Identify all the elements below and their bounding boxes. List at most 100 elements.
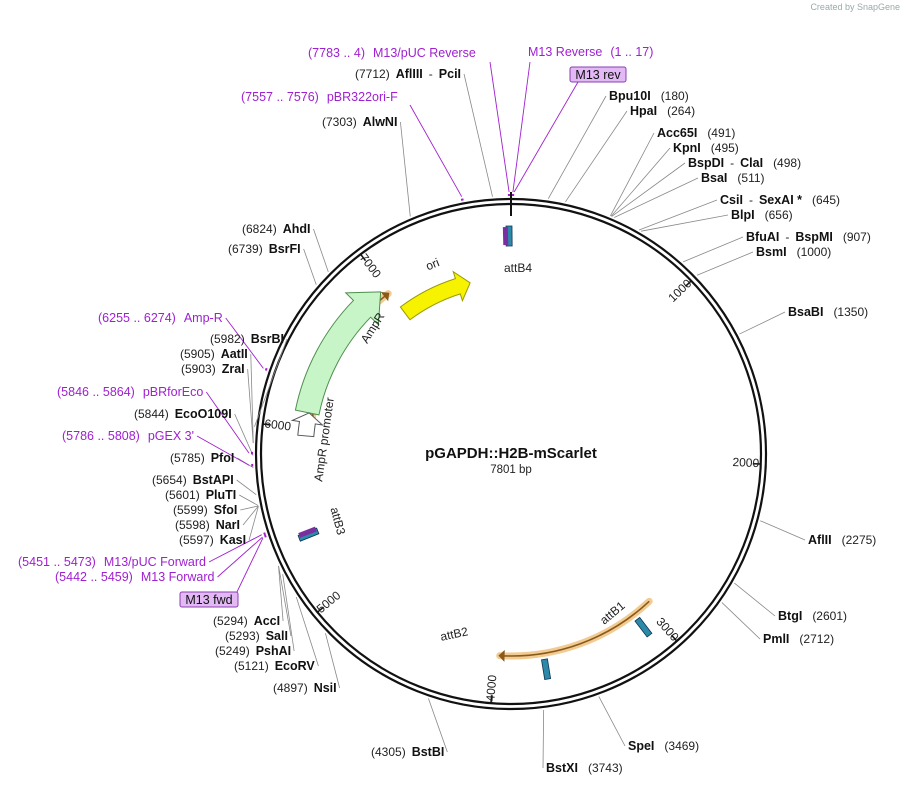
primer-name: M13 Reverse (528, 45, 602, 59)
site-bstxi[interactable]: BstXI(3743) (546, 761, 623, 775)
site-bpu10i[interactable]: Bpu10I(180) (609, 89, 689, 103)
site-leader-bfuai (683, 236, 744, 263)
site-acc65i[interactable]: Acc65I(491) (657, 126, 735, 140)
site-zrai[interactable]: (5903)ZraI (181, 362, 245, 376)
primer-m13-puc-reverse[interactable]: (7783 .. 4) M13/pUC Reverse (308, 46, 476, 60)
primer-name: pBRforEco (143, 385, 203, 399)
primer-pbr322ori-f[interactable]: (7557 .. 7576)pBR322ori-F (241, 90, 398, 104)
site-label-bsmi: BsmI(1000) (756, 245, 831, 259)
site-leader-bsabi (739, 311, 786, 335)
tick-label-7000: 7000 (357, 251, 384, 281)
site-leader-alwni (400, 121, 411, 217)
site-position: (2712) (799, 632, 834, 646)
site-sep: - (749, 193, 753, 207)
primer-range: (7783 .. 4) (308, 46, 365, 60)
site-label-spei: SpeI(3469) (628, 739, 699, 753)
site-aatii[interactable]: (5905)AatII (180, 347, 248, 361)
site-leader-csii (638, 199, 718, 231)
site-btgi[interactable]: BtgI(2601) (778, 609, 847, 623)
feature-attb1[interactable] (634, 616, 653, 638)
site-leader-aflii (760, 520, 806, 541)
site-kpni[interactable]: KpnI(495) (673, 141, 739, 155)
site-hpai[interactable]: HpaI(264) (630, 104, 695, 118)
site-sali[interactable]: (5293)SalI (225, 629, 288, 643)
primer-m13-puc-forward[interactable]: (5451 .. 5473)M13/pUC Forward (18, 555, 206, 569)
site-name: AlwNI (363, 115, 398, 129)
site-position: (511) (737, 171, 764, 185)
primer-pbrforeco[interactable]: (5846 .. 5864)pBRforEco (57, 385, 203, 399)
site-sfoi[interactable]: (5599)SfoI (173, 503, 237, 517)
site-bfuai[interactable]: BfuAI-BspMI(907) (746, 230, 871, 244)
site-position: (5905) (180, 347, 215, 361)
primer-range: (6255 .. 6274) (98, 311, 176, 325)
highlight-arc-0 (499, 600, 650, 657)
site-leader-nari (242, 505, 259, 526)
site-bsmi[interactable]: BsmI(1000) (756, 245, 831, 259)
feature-ampr[interactable] (294, 291, 382, 416)
primer-m13-reverse[interactable]: M13 Reverse(1 .. 17) (528, 45, 653, 59)
site-leader-hpai (565, 110, 628, 203)
site-position: (5785) (170, 451, 205, 465)
site-position: (5654) (152, 473, 187, 487)
site-sep: - (785, 230, 789, 244)
site-pmli[interactable]: PmlI(2712) (763, 632, 834, 646)
site-ahdi[interactable]: (6824)AhdI (242, 222, 310, 236)
site-kasi[interactable]: (5597)KasI (179, 533, 246, 547)
site-bstbi[interactable]: (4305)BstBI (371, 745, 444, 759)
site-pfoi[interactable]: (5785)PfoI (170, 451, 234, 465)
site-bsabi[interactable]: BsaBI(1350) (788, 305, 868, 319)
site-alwni[interactable]: (7303)AlwNI (322, 115, 397, 129)
site-bspdi[interactable]: BspDI-ClaI(498) (688, 156, 801, 170)
site-position: (5294) (213, 614, 248, 628)
site-ecorv[interactable]: (5121)EcoRV (234, 659, 315, 673)
primer-amp-r[interactable]: (6255 .. 6274)Amp-R (98, 311, 223, 325)
primer-m13-forward[interactable]: (5442 .. 5459)M13 Forward (55, 570, 215, 584)
site-pshai[interactable]: (5249)PshAI (215, 644, 291, 658)
site-label-hpai: HpaI(264) (630, 104, 695, 118)
site-name: BsrBI (251, 332, 284, 346)
site-spei[interactable]: SpeI(3469) (628, 739, 699, 753)
primer-site-m13-puc-forward (263, 532, 266, 536)
site-name: ClaI (740, 156, 763, 170)
m13-rev-box[interactable]: M13 rev (569, 66, 627, 83)
m13-fwd-box[interactable]: M13 fwd (179, 591, 239, 608)
site-label-bsabi: BsaBI(1350) (788, 305, 868, 319)
site-position: (3469) (664, 739, 699, 753)
site-label-bspdi: BspDI-ClaI(498) (688, 156, 801, 170)
feature-attb2[interactable] (541, 658, 552, 680)
site-label-bsrfi: (6739)BsrFI (228, 242, 301, 256)
site-ecoo109i[interactable]: (5844)EcoO109I (134, 407, 232, 421)
primer-pgex-3[interactable]: (5786 .. 5808)pGEX 3' (62, 429, 194, 443)
site-label-aflii: AflII(2275) (808, 533, 876, 547)
site-csii[interactable]: CsiI-SexAI *(645) (720, 193, 840, 207)
feature-ampr-promoter[interactable] (290, 412, 324, 438)
site-bsai[interactable]: BsaI(511) (701, 171, 765, 185)
site-pluti[interactable]: (5601)PluTI (165, 488, 236, 502)
site-name: Bpu10I (609, 89, 651, 103)
site-bsrbi[interactable]: (5982)BsrBI (210, 332, 284, 346)
site-afliii[interactable]: (7712)AflIII-PciI (355, 67, 461, 81)
site-nari[interactable]: (5598)NarI (175, 518, 240, 532)
site-label-bstapi: (5654)BstAPI (152, 473, 234, 487)
site-label-pluti: (5601)PluTI (165, 488, 236, 502)
site-name: BspDI (688, 156, 724, 170)
site-label-kpni: KpnI(495) (673, 141, 739, 155)
site-label-csii: CsiI-SexAI *(645) (720, 193, 840, 207)
site-position: (1350) (833, 305, 868, 319)
site-acci[interactable]: (5294)AccI (213, 614, 280, 628)
primer-name: M13/pUC Reverse (373, 46, 476, 60)
site-leader-bsmi (696, 251, 754, 276)
site-label-pshai: (5249)PshAI (215, 644, 291, 658)
site-aflii[interactable]: AflII(2275) (808, 533, 876, 547)
site-nsii[interactable]: (4897)NsiI (273, 681, 337, 695)
att-marker-1 (298, 526, 317, 538)
site-leader-spei (598, 696, 626, 747)
feature-ori[interactable] (399, 270, 471, 321)
site-bsrfi[interactable]: (6739)BsrFI (228, 242, 301, 256)
site-position: (656) (765, 208, 793, 222)
site-blpi[interactable]: BlpI(656) (731, 208, 793, 222)
tick-mark-5000 (316, 606, 325, 613)
site-bstapi[interactable]: (5654)BstAPI (152, 473, 234, 487)
site-position: (1000) (797, 245, 832, 259)
